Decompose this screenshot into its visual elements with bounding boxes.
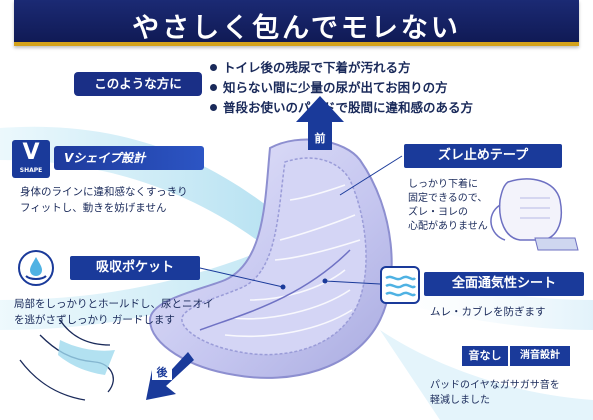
legs-highlight (58, 340, 115, 375)
pocket-desc: 局部をしっかりとホールドし、尿とニオイ を逃がさずしっかり ガードします (14, 296, 214, 328)
badge-letter: V (22, 140, 40, 165)
swoosh-bottom-right (380, 330, 593, 420)
banner-title: やさしく包んでモレない (132, 13, 461, 44)
desc-line: 局部をしっかりとホールドし、尿とニオイ (14, 298, 214, 310)
pad-wrinkles (224, 184, 361, 338)
desc-line: 固定できるので、 (408, 193, 488, 204)
swoosh-lower (0, 235, 310, 330)
air-wave-icon (380, 266, 420, 304)
desc-line: を逃がさずしっかり ガードします (14, 314, 175, 326)
desc-line: 軽減しました (430, 395, 490, 406)
desc-line: 身体のラインに違和感なくすっきり (20, 186, 188, 198)
list-item: 普段お使いのパッドで股間に違和感のある方 (210, 98, 540, 118)
desc-line: ズレ・ヨレの (408, 207, 468, 218)
v-shape-desc: 身体のラインに違和感なくすっきり フィットし、動きを妨げません (20, 184, 188, 216)
target-users-list: トイレ後の残尿で下着が汚れる方 知らない間に少量の尿が出てお困りの方 普段お使い… (210, 58, 540, 118)
quiet-tag: 音なし (462, 346, 508, 366)
desc-line: 心配がありません (408, 221, 488, 232)
front-label: 前 (314, 132, 326, 145)
front-arrow-icon (296, 96, 344, 150)
pocket-droplet-icon (18, 250, 54, 286)
desc-line: しっかり下着に (408, 179, 478, 190)
bullet-text: 普段お使いのパッドで股間に違和感のある方 (223, 100, 474, 115)
pocket-title: 吸収ポケット (70, 256, 200, 280)
zure-pad-illustration (490, 178, 579, 251)
bullet-icon (210, 64, 217, 71)
breathable-sheet-title: 全面通気性シート (424, 272, 584, 296)
list-item: 知らない間に少量の尿が出てお困りの方 (210, 78, 540, 98)
desc-line: パッドのイヤなガサガサ音を (430, 380, 560, 391)
title-banner: やさしく包んでモレない (14, 0, 579, 46)
quiet-desc: パッドのイヤなガサガサ音を 軽減しました (430, 378, 560, 408)
desc-line: フィットし、動きを妨げません (20, 202, 167, 214)
bullet-text: 知らない間に少量の尿が出てお困りの方 (223, 80, 448, 95)
pad-pocket-line (199, 249, 351, 331)
anti-slip-tape-title: ズレ止めテープ (404, 144, 562, 168)
breathable-sheet-desc: ムレ・カブレを防ぎます (430, 306, 546, 318)
badge-caption: SHAPE (19, 167, 43, 174)
v-shape-badge-icon: V SHAPE (12, 140, 50, 178)
bullet-text: トイレ後の残尿で下着が汚れる方 (223, 60, 411, 75)
v-shape-title: Vシェイプ設計 (54, 146, 204, 170)
target-users-label: このような方に (74, 72, 202, 96)
list-item: トイレ後の残尿で下着が汚れる方 (210, 58, 540, 78)
bullet-icon (210, 84, 217, 91)
anti-slip-tape-desc: しっかり下着に 固定できるので、 ズレ・ヨレの 心配がありません (408, 178, 488, 234)
bullet-icon (210, 104, 217, 111)
noise-reduction-tag: 消音設計 (510, 346, 570, 366)
back-label: 後 (152, 364, 172, 380)
